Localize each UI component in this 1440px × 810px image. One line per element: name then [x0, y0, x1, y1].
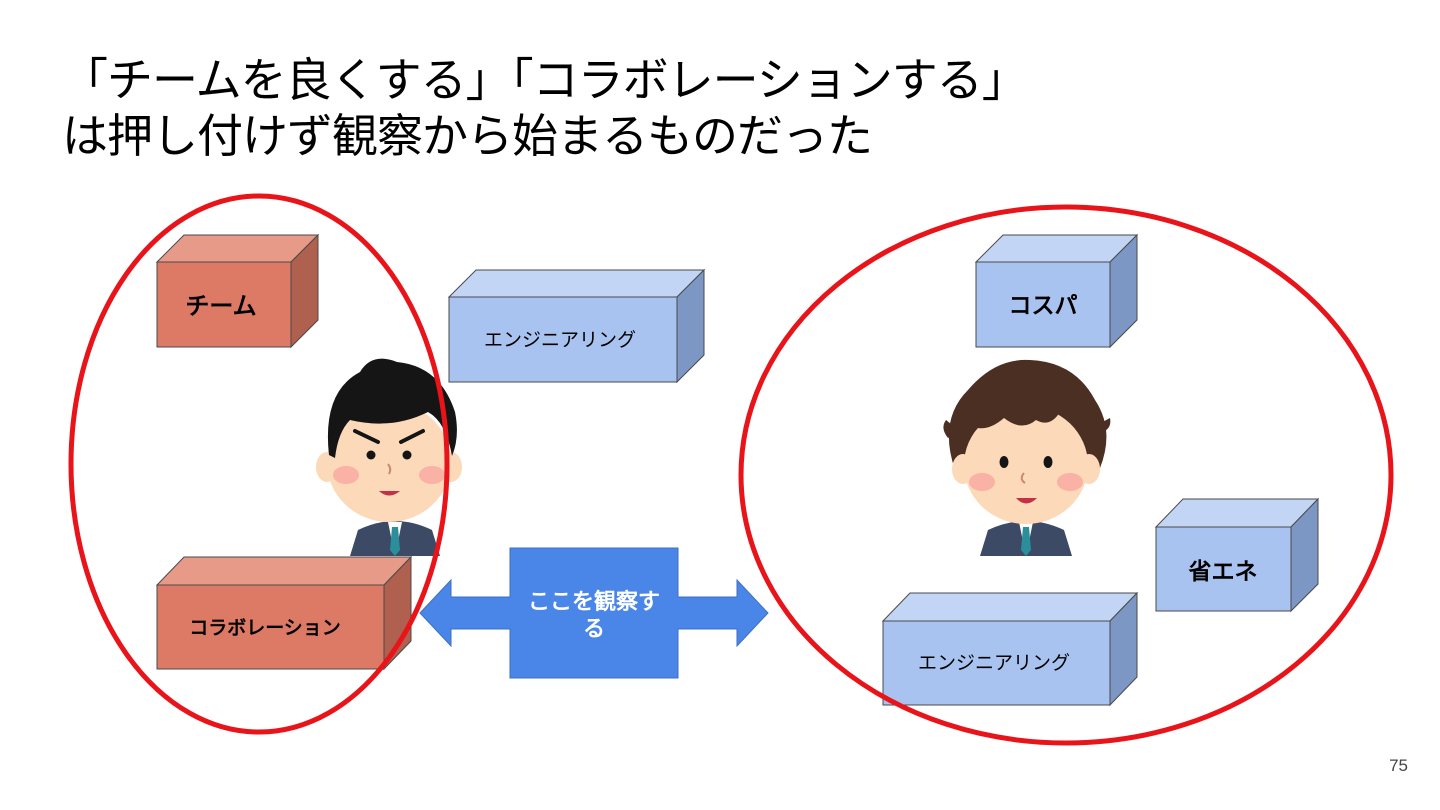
- observe-double-arrow: ここを観察す る: [419, 547, 769, 679]
- person-smiling-icon: [943, 359, 1111, 556]
- energy-saving-box: 省エネ: [1154, 497, 1320, 613]
- team-box-label: チーム: [185, 292, 256, 320]
- slide-title: 「チームを良くする」「コラボレーションする」 は押し付けず観察から始まるものだっ…: [62, 52, 1028, 164]
- engineering-box-right: エンジニアリング: [881, 591, 1139, 707]
- collaboration-box-label: コラボレーション: [189, 617, 341, 639]
- observe-label-line-2: る: [583, 617, 605, 642]
- team-box: チーム: [155, 233, 320, 349]
- engineering-box-middle-label: エンジニアリング: [484, 329, 636, 351]
- title-line-2: は押し付けず観察から始まるものだった: [62, 109, 873, 163]
- page-number: 75: [1389, 756, 1408, 775]
- energy-saving-box-label: 省エネ: [1188, 559, 1258, 585]
- cost-performance-box: コスパ: [974, 233, 1139, 349]
- right-group-outline: [738, 204, 1394, 746]
- engineering-box-middle: エンジニアリング: [447, 268, 706, 384]
- left-group-outline: [68, 193, 450, 735]
- engineering-box-right-label: エンジニアリング: [918, 652, 1070, 674]
- cost-performance-box-label: コスパ: [1009, 293, 1078, 319]
- collaboration-box: コラボレーション: [155, 555, 413, 671]
- title-line-1: 「チームを良くする」「コラボレーションする」: [62, 53, 1028, 107]
- person-frowning-icon: [316, 358, 462, 556]
- observe-label-line-1: ここを観察す: [528, 589, 660, 615]
